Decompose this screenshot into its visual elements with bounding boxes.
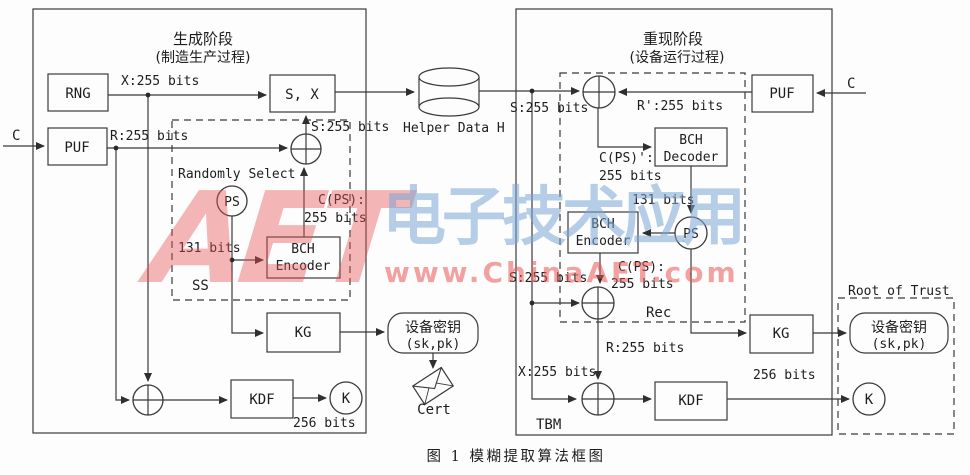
bch-encoder-box-rep — [567, 211, 639, 254]
wire-sx-drop-rep — [531, 91, 577, 403]
bch-encoder-box-gen — [266, 236, 341, 279]
root-of-trust-label: Root of Trust — [848, 284, 950, 299]
bch-encoder-label-rep-2: Encoder — [576, 234, 631, 249]
sx-box — [269, 74, 336, 113]
c-input-label-gen: C — [12, 128, 20, 144]
puf-label-rep: PUF — [769, 86, 794, 102]
ps-circle-rep — [674, 216, 708, 250]
s-bits-top-label-rep: S:255 bits — [510, 101, 588, 116]
k-label-gen: K — [342, 391, 351, 407]
device-key-label-rep-1: 设备密钥 — [871, 319, 927, 336]
s-bits-label-gen: S:255 bits — [311, 120, 389, 135]
kdf-box-gen — [230, 379, 294, 419]
device-key-box-rep — [849, 312, 949, 354]
xor-icon-rep-bottom — [581, 382, 615, 416]
kg-box-rep — [749, 314, 814, 354]
device-key-label-rep-2: (sk,pk) — [872, 337, 927, 352]
rng-label: RNG — [65, 86, 90, 102]
cps-label-gen-2: 255 bits — [304, 211, 367, 226]
bch-encoder-label-rep-1: BCH — [591, 217, 614, 232]
r-bits-label-rep: R:255 bits — [606, 341, 684, 356]
ps-label-gen: PS — [224, 195, 240, 210]
ss-label: SS — [192, 278, 209, 294]
rep-phase-subtitle: (设备运行过程) — [630, 49, 725, 66]
kg-label-gen: KG — [295, 325, 312, 341]
bch-decoder-label-2: Decoder — [664, 150, 719, 165]
x-bits-label-rep: X:255 bits — [518, 365, 596, 380]
bits131-label-rep: 131 bits — [632, 193, 695, 208]
wire-ps-to-kg-rep — [690, 249, 747, 337]
junction-dot — [529, 88, 535, 94]
helper-data-label: Helper Data H — [403, 121, 505, 136]
xor-icon-gen-top — [290, 133, 322, 165]
r-prime-bits-label: R':255 bits — [637, 99, 723, 114]
junction-dot — [145, 92, 151, 98]
c-input-label-rep: C — [847, 76, 855, 92]
kdf-label-rep: KDF — [678, 393, 703, 409]
bch-encoder-label-gen-2: Encoder — [276, 259, 331, 274]
cert-label: Cert — [417, 402, 451, 418]
kg-label-rep: KG — [773, 326, 790, 342]
ps-label-rep: PS — [683, 227, 699, 242]
k-label-rep: K — [865, 392, 874, 408]
gen-phase-subtitle: (制造生产过程) — [156, 50, 251, 66]
randomly-select-label: Randomly Select — [178, 167, 295, 182]
device-key-box-gen — [387, 312, 479, 354]
bits131-label-gen: 131 bits — [178, 241, 241, 256]
rec-label: Rec — [646, 305, 671, 321]
s-bits-low-label-rep: S:255 bits — [509, 271, 587, 286]
tbm-label: TBM — [536, 417, 561, 433]
junction-dot — [229, 257, 235, 263]
rng-box — [47, 73, 109, 112]
puf-box-gen — [47, 127, 108, 166]
cps-prime-label-2: 255 bits — [599, 169, 662, 184]
helper-data-cylinder-icon — [418, 67, 480, 117]
junction-dot — [529, 300, 535, 306]
device-key-label-gen-1: 设备密钥 — [405, 319, 461, 336]
puf-label-gen: PUF — [64, 140, 89, 156]
ss-dashed-box — [171, 119, 351, 301]
kdf-box-rep — [654, 381, 728, 421]
cps-label-gen-1: C(PS): — [318, 193, 365, 208]
wire-ps-to-kg-gen — [231, 216, 264, 337]
cert-envelope-icon — [411, 366, 455, 406]
bch-decoder-box — [654, 127, 728, 167]
wire-r-drop — [115, 148, 130, 404]
kg-box-gen — [266, 312, 341, 353]
cps-prime-label-1: C(PS)': — [599, 151, 654, 166]
kdf-label-gen: KDF — [249, 392, 274, 408]
bch-encoder-label-gen-1: BCH — [291, 242, 314, 257]
wire-xor-to-decoder — [597, 108, 652, 151]
xor-icon-rep-top — [582, 75, 616, 109]
cps-label-rep-1: C(PS): — [618, 260, 665, 275]
xor-icon-rec — [581, 286, 615, 320]
device-key-label-gen-2: (sk,pk) — [406, 337, 461, 352]
k-circle-gen — [329, 381, 363, 415]
bits256-label-rep: 256 bits — [753, 368, 816, 383]
k-circle-rep — [852, 382, 886, 416]
cps-label-rep-2: 255 bits — [611, 277, 674, 292]
sx-label: S, X — [285, 87, 319, 103]
xor-icon-gen-bottom — [132, 384, 164, 416]
figure-caption: 图 1 模糊提取算法框图 — [427, 448, 606, 465]
puf-box-rep — [751, 74, 814, 113]
bch-decoder-label-1: BCH — [679, 133, 702, 148]
gen-phase-title: 生成阶段 — [173, 30, 233, 48]
ps-circle-gen — [216, 185, 248, 217]
r-bits-label-gen: R:255 bits — [110, 129, 188, 144]
rep-phase-title: 重现阶段 — [643, 30, 703, 48]
root-of-trust-dashed-box — [837, 297, 955, 435]
x-bits-label-gen: X:255 bits — [121, 74, 199, 89]
bits256-label-gen: 256 bits — [293, 416, 356, 431]
junction-dot — [113, 145, 119, 151]
